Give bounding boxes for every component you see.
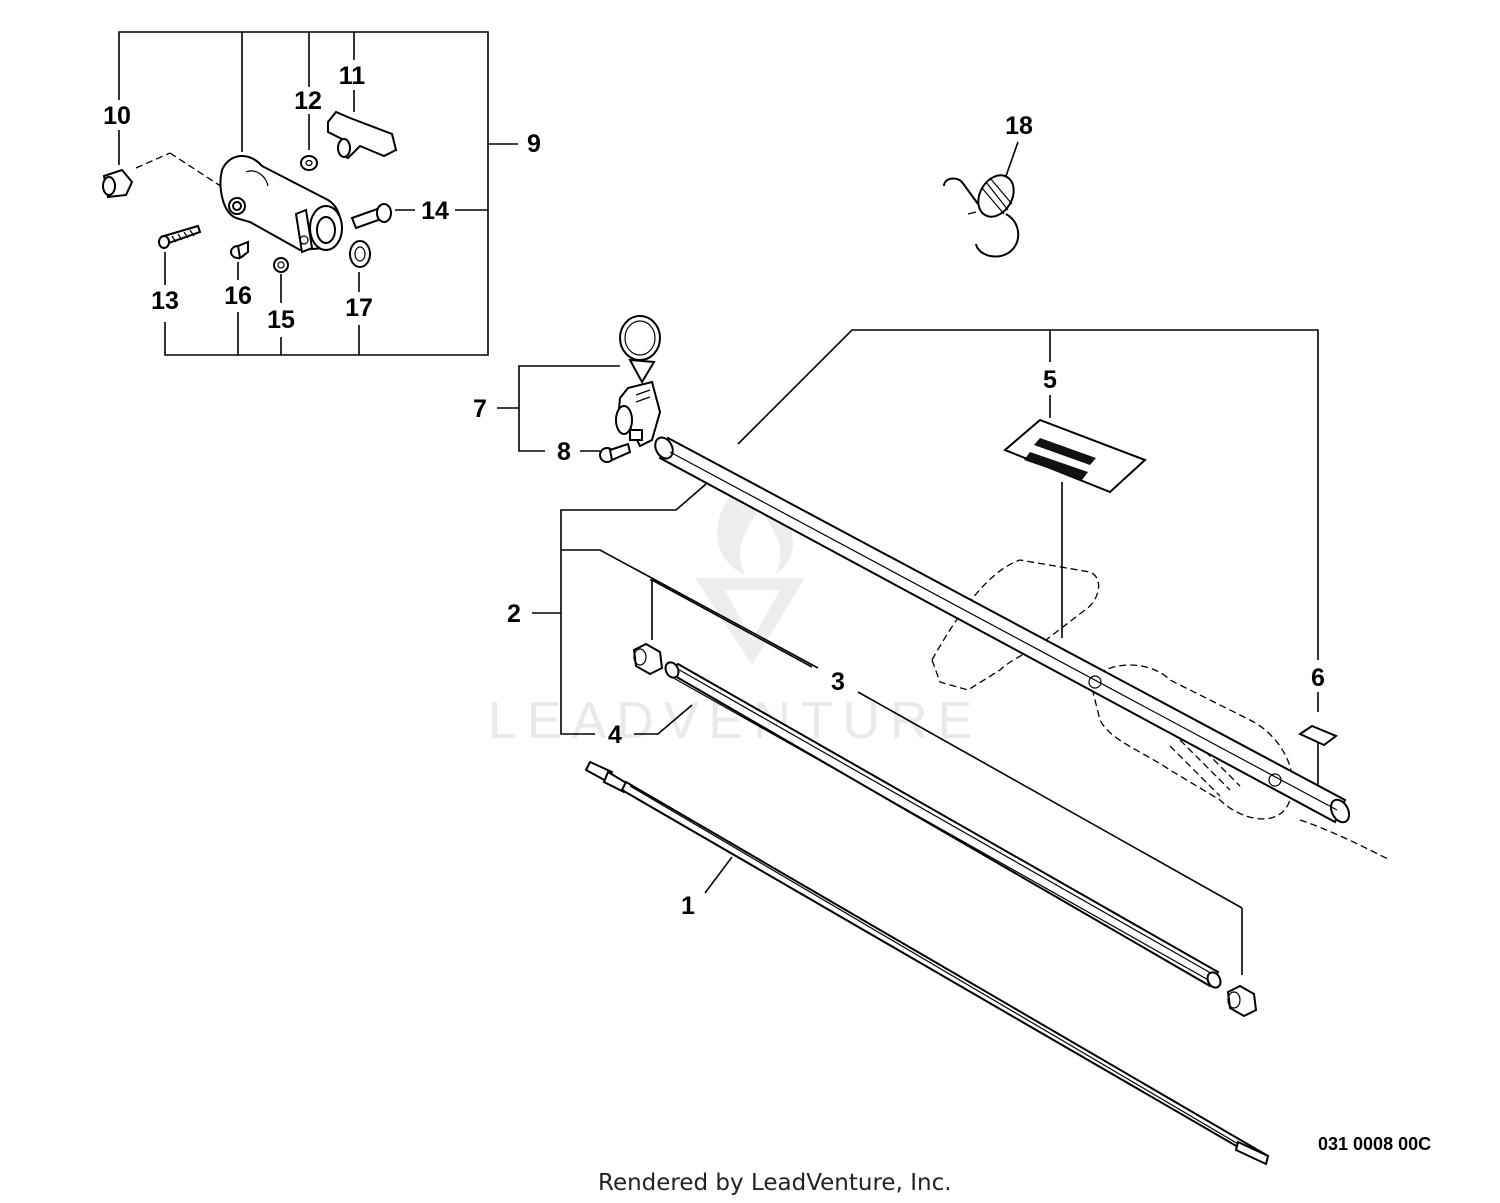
callout-9: 9 [527, 130, 541, 158]
callout-13: 13 [151, 287, 179, 315]
callout-6: 6 [1311, 664, 1325, 692]
diagram-code: 031 0008 00C [1318, 1134, 1432, 1154]
part-17-washer [349, 240, 371, 268]
callout-11: 11 [339, 62, 366, 90]
watermark-logo [695, 480, 805, 665]
part-5-label [1003, 418, 1147, 494]
part-4-liner [664, 661, 1222, 989]
callout-1: 1 [681, 892, 695, 920]
callout-17: 17 [345, 294, 373, 322]
callout-5: 5 [1043, 366, 1057, 394]
part-13-bolt [158, 224, 202, 249]
part-6-label [1297, 724, 1338, 747]
part-14-bolt [350, 203, 392, 230]
part-9-handle-bracket [219, 155, 343, 254]
part-15-nut [273, 257, 289, 273]
callout-18: 18 [1005, 112, 1033, 140]
callout-labels: 1 2 3 4 5 6 7 8 9 10 11 12 13 14 15 16 1… [103, 62, 1325, 920]
part-3-bushing [632, 642, 664, 676]
callout-4: 4 [608, 721, 622, 749]
credit-text: Rendered by LeadVenture, Inc. [598, 1170, 952, 1196]
part-12-washer [300, 155, 318, 171]
callout-7: 7 [473, 395, 487, 423]
callout-14: 14 [421, 197, 449, 225]
bracket-group-2 [532, 483, 1243, 975]
callout-10: 10 [103, 102, 131, 130]
part-11-knob [327, 110, 398, 160]
callout-12: 12 [294, 87, 322, 115]
part-1-drive-shaft [584, 760, 1270, 1166]
part-8-screw [599, 442, 632, 463]
part-7-shoulder-ring [615, 315, 662, 448]
bracket-group-7 [497, 365, 620, 452]
part-2-main-tube [654, 436, 1351, 824]
bracket-group-5-6 [737, 329, 1319, 795]
bracket-group-9 [118, 31, 518, 356]
callout-15: 15 [267, 306, 295, 334]
callout-16: 16 [224, 282, 252, 310]
part-16-screw [230, 240, 249, 260]
part-10-bushing [102, 152, 223, 199]
part-3-bushing [1226, 984, 1258, 1018]
part-18-spring [943, 141, 1020, 258]
callout-2: 2 [507, 600, 521, 628]
callout-3: 3 [831, 668, 845, 696]
callout-8: 8 [557, 438, 571, 466]
